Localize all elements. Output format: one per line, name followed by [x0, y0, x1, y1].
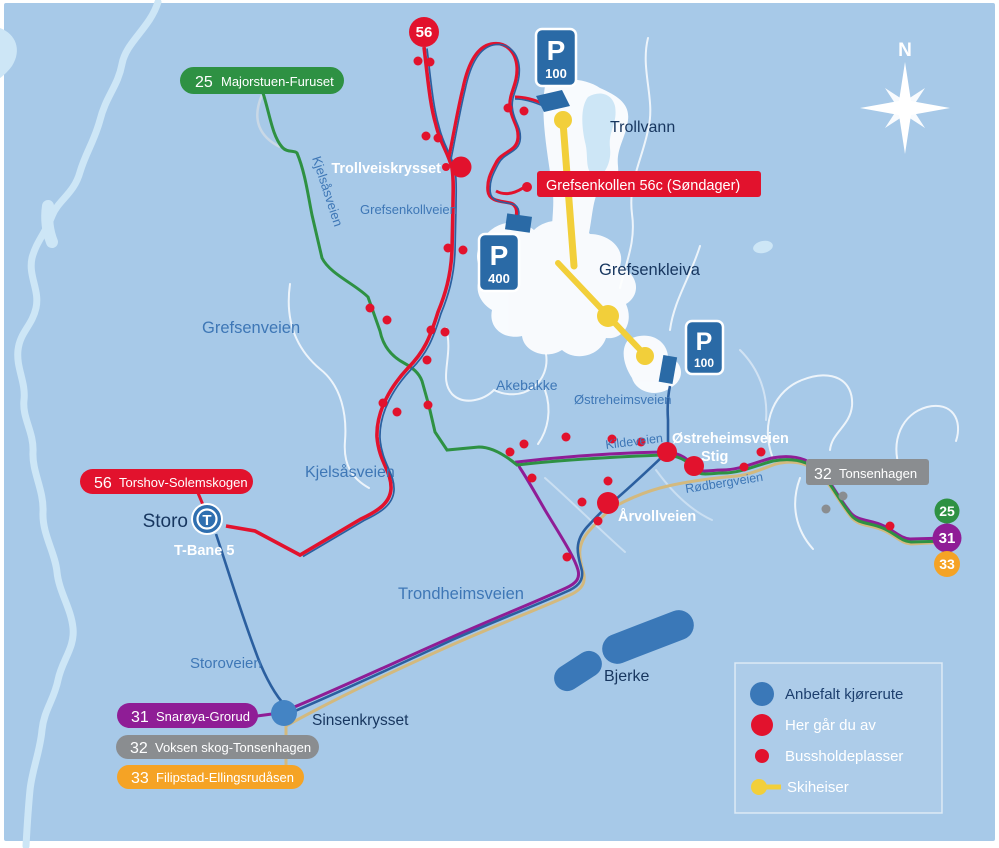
svg-text:Torshov-Solemskogen: Torshov-Solemskogen	[119, 475, 248, 490]
legend-ski-lift-label: Skiheiser	[787, 779, 849, 796]
label-tbane-5: T-Bane 5	[174, 543, 234, 559]
parking-p-letter: P	[490, 240, 509, 271]
small-pond	[753, 240, 773, 254]
svg-text:33: 33	[939, 556, 955, 572]
svg-text:Majorstuen-Furuset: Majorstuen-Furuset	[221, 74, 334, 89]
road-akebakke: Akebakke	[496, 377, 558, 393]
parking-lot-shapes	[505, 90, 678, 385]
trail-lines	[287, 37, 960, 553]
svg-text:56: 56	[94, 475, 112, 492]
svg-text:25: 25	[939, 503, 955, 519]
svg-text:Filipstad-Ellingsrudåsen: Filipstad-Ellingsrudåsen	[156, 770, 294, 785]
parking-sign-400: P 400	[477, 232, 521, 293]
legend-exit-stop-icon	[751, 714, 773, 736]
pill-route-56: 56 Torshov-Solemskogen	[80, 469, 253, 494]
parking-price: 400	[488, 271, 510, 286]
banner-56c-sunday: Grefsenkollen 56c (Søndager)	[537, 171, 761, 197]
svg-text:25: 25	[195, 74, 213, 91]
stop-ostreheimsveien: Østreheimsveien	[672, 431, 789, 447]
stop-stig: Stig	[701, 449, 728, 465]
gray-road-stub	[256, 94, 281, 149]
svg-text:Tonsenhagen: Tonsenhagen	[839, 466, 917, 481]
parking-sign-100-east: P 100	[684, 319, 725, 376]
place-labels: Trollvann Grefsenkleiva Bjerke Sinsenkry…	[143, 119, 701, 729]
legend: Anbefalt kjørerute Her går du av Busshol…	[734, 662, 943, 814]
bus-stop-dots	[365, 56, 895, 562]
svg-text:56: 56	[416, 24, 433, 41]
parking-price: 100	[545, 66, 567, 81]
river-akerselva	[0, 0, 773, 848]
svg-text:32: 32	[130, 740, 148, 757]
compass-north-label: N	[898, 40, 912, 61]
badge-33-end: 33	[934, 551, 960, 577]
map-background	[4, 3, 995, 841]
road-grefsenkollveien: Grefsenkollveien	[360, 202, 457, 217]
parking-price: 100	[694, 356, 714, 370]
road-trondheimsveien: Trondheimsveien	[398, 585, 524, 603]
road-grefsenveien: Grefsenveien	[202, 319, 300, 337]
parking-p-letter: P	[696, 328, 713, 356]
sinsenkrysset-junction-dot	[271, 700, 297, 726]
svg-text:Grefsenkollen 56c (Søndager): Grefsenkollen 56c (Søndager)	[546, 178, 740, 194]
stop-arvollveien: Årvollveien	[618, 508, 696, 525]
pill-route-33: 33 Filipstad-Ellingsrudåsen	[117, 765, 304, 789]
legend-ski-lift-icon	[751, 779, 767, 795]
parking-p-letter: P	[547, 35, 566, 66]
badge-31-end: 31	[932, 523, 962, 553]
legend-bus-stop-icon	[755, 749, 769, 763]
badge-25-end: 25	[934, 498, 960, 524]
svg-text:Snarøya-Grorud: Snarøya-Grorud	[156, 709, 250, 724]
svg-text:31: 31	[939, 530, 956, 547]
place-grefsenkleiva: Grefsenkleiva	[599, 261, 701, 279]
svg-text:32: 32	[814, 466, 832, 483]
pill-route-31: 31 Snarøya-Grorud	[117, 703, 258, 728]
badge-56-top: 56	[409, 17, 439, 47]
place-trollvann: Trollvann	[610, 119, 675, 136]
place-storo: Storo	[143, 511, 188, 532]
stop-labels: Trollveiskrysset Østreheimsveien Stig År…	[174, 161, 789, 559]
compass-rose: N	[860, 40, 950, 154]
road-labels: Grefsenveien Kjelsåsveien Kjelsåsveien G…	[190, 154, 764, 672]
label-32-tonsenhagen: 32 Tonsenhagen	[806, 459, 929, 485]
route32-stop-dots	[821, 491, 848, 514]
legend-bus-stop-label: Bussholdeplasser	[785, 748, 903, 765]
tbane-t-letter: T	[202, 512, 211, 529]
route-25-line	[261, 92, 948, 544]
stop-trollveiskrysset: Trollveiskrysset	[331, 161, 441, 177]
parking-sign-100-top: P 100	[534, 27, 578, 88]
svg-text:31: 31	[131, 709, 149, 726]
svg-text:Voksen skog-Tonsenhagen: Voksen skog-Tonsenhagen	[155, 740, 311, 755]
bjerke-area-shapes	[554, 610, 694, 692]
trollvann-lake	[582, 93, 616, 177]
svg-text:33: 33	[131, 770, 149, 787]
road-storoveien: Storoveien	[190, 655, 262, 672]
road-ostreheimsveien: Østreheimsveien	[574, 392, 672, 407]
road-kildeveien: Kildeveien	[605, 431, 664, 452]
tbane-symbol: T	[191, 503, 223, 535]
pill-route-25: 25 Majorstuen-Furuset	[180, 67, 344, 94]
place-sinsenkrysset: Sinsenkrysset	[312, 712, 409, 729]
compass-diagonal-star	[885, 88, 925, 128]
place-bjerke: Bjerke	[604, 668, 649, 685]
pill-route-32: 32 Voksen skog-Tonsenhagen	[116, 735, 319, 759]
legend-recommended-route-icon	[750, 682, 774, 706]
exit-stop-dots	[450, 156, 704, 514]
grefsenkollen-loop-road	[447, 41, 545, 225]
road-kjelsasveien-mid: Kjelsåsveien	[305, 463, 395, 481]
legend-recommended-route-label: Anbefalt kjørerute	[785, 686, 903, 703]
legend-exit-stop-label: Her går du av	[785, 717, 876, 734]
